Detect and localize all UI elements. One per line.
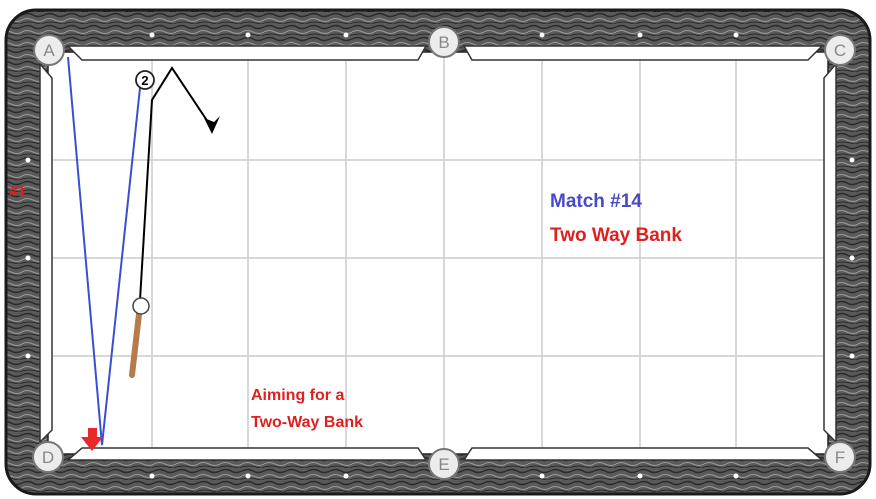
object-ball-2: 2 (136, 71, 154, 89)
table-cloth (48, 52, 828, 454)
pocket-label-c: C (834, 41, 846, 60)
diagram-title: Match #14 (550, 190, 642, 214)
pocket-label-b: B (438, 33, 449, 52)
caption-line-1: Aiming for a (251, 385, 344, 407)
pocket-label-e: E (438, 455, 449, 474)
object-ball-number: 2 (141, 73, 148, 88)
pocket-label-a: A (43, 41, 55, 60)
pocket-label-f: F (835, 448, 845, 467)
diagram-number: #1 (9, 182, 26, 202)
pocket-label-d: D (42, 448, 54, 467)
diagram-subtitle: Two Way Bank (550, 224, 682, 248)
caption-line-2: Two-Way Bank (251, 412, 363, 434)
cue-ball (133, 298, 149, 314)
